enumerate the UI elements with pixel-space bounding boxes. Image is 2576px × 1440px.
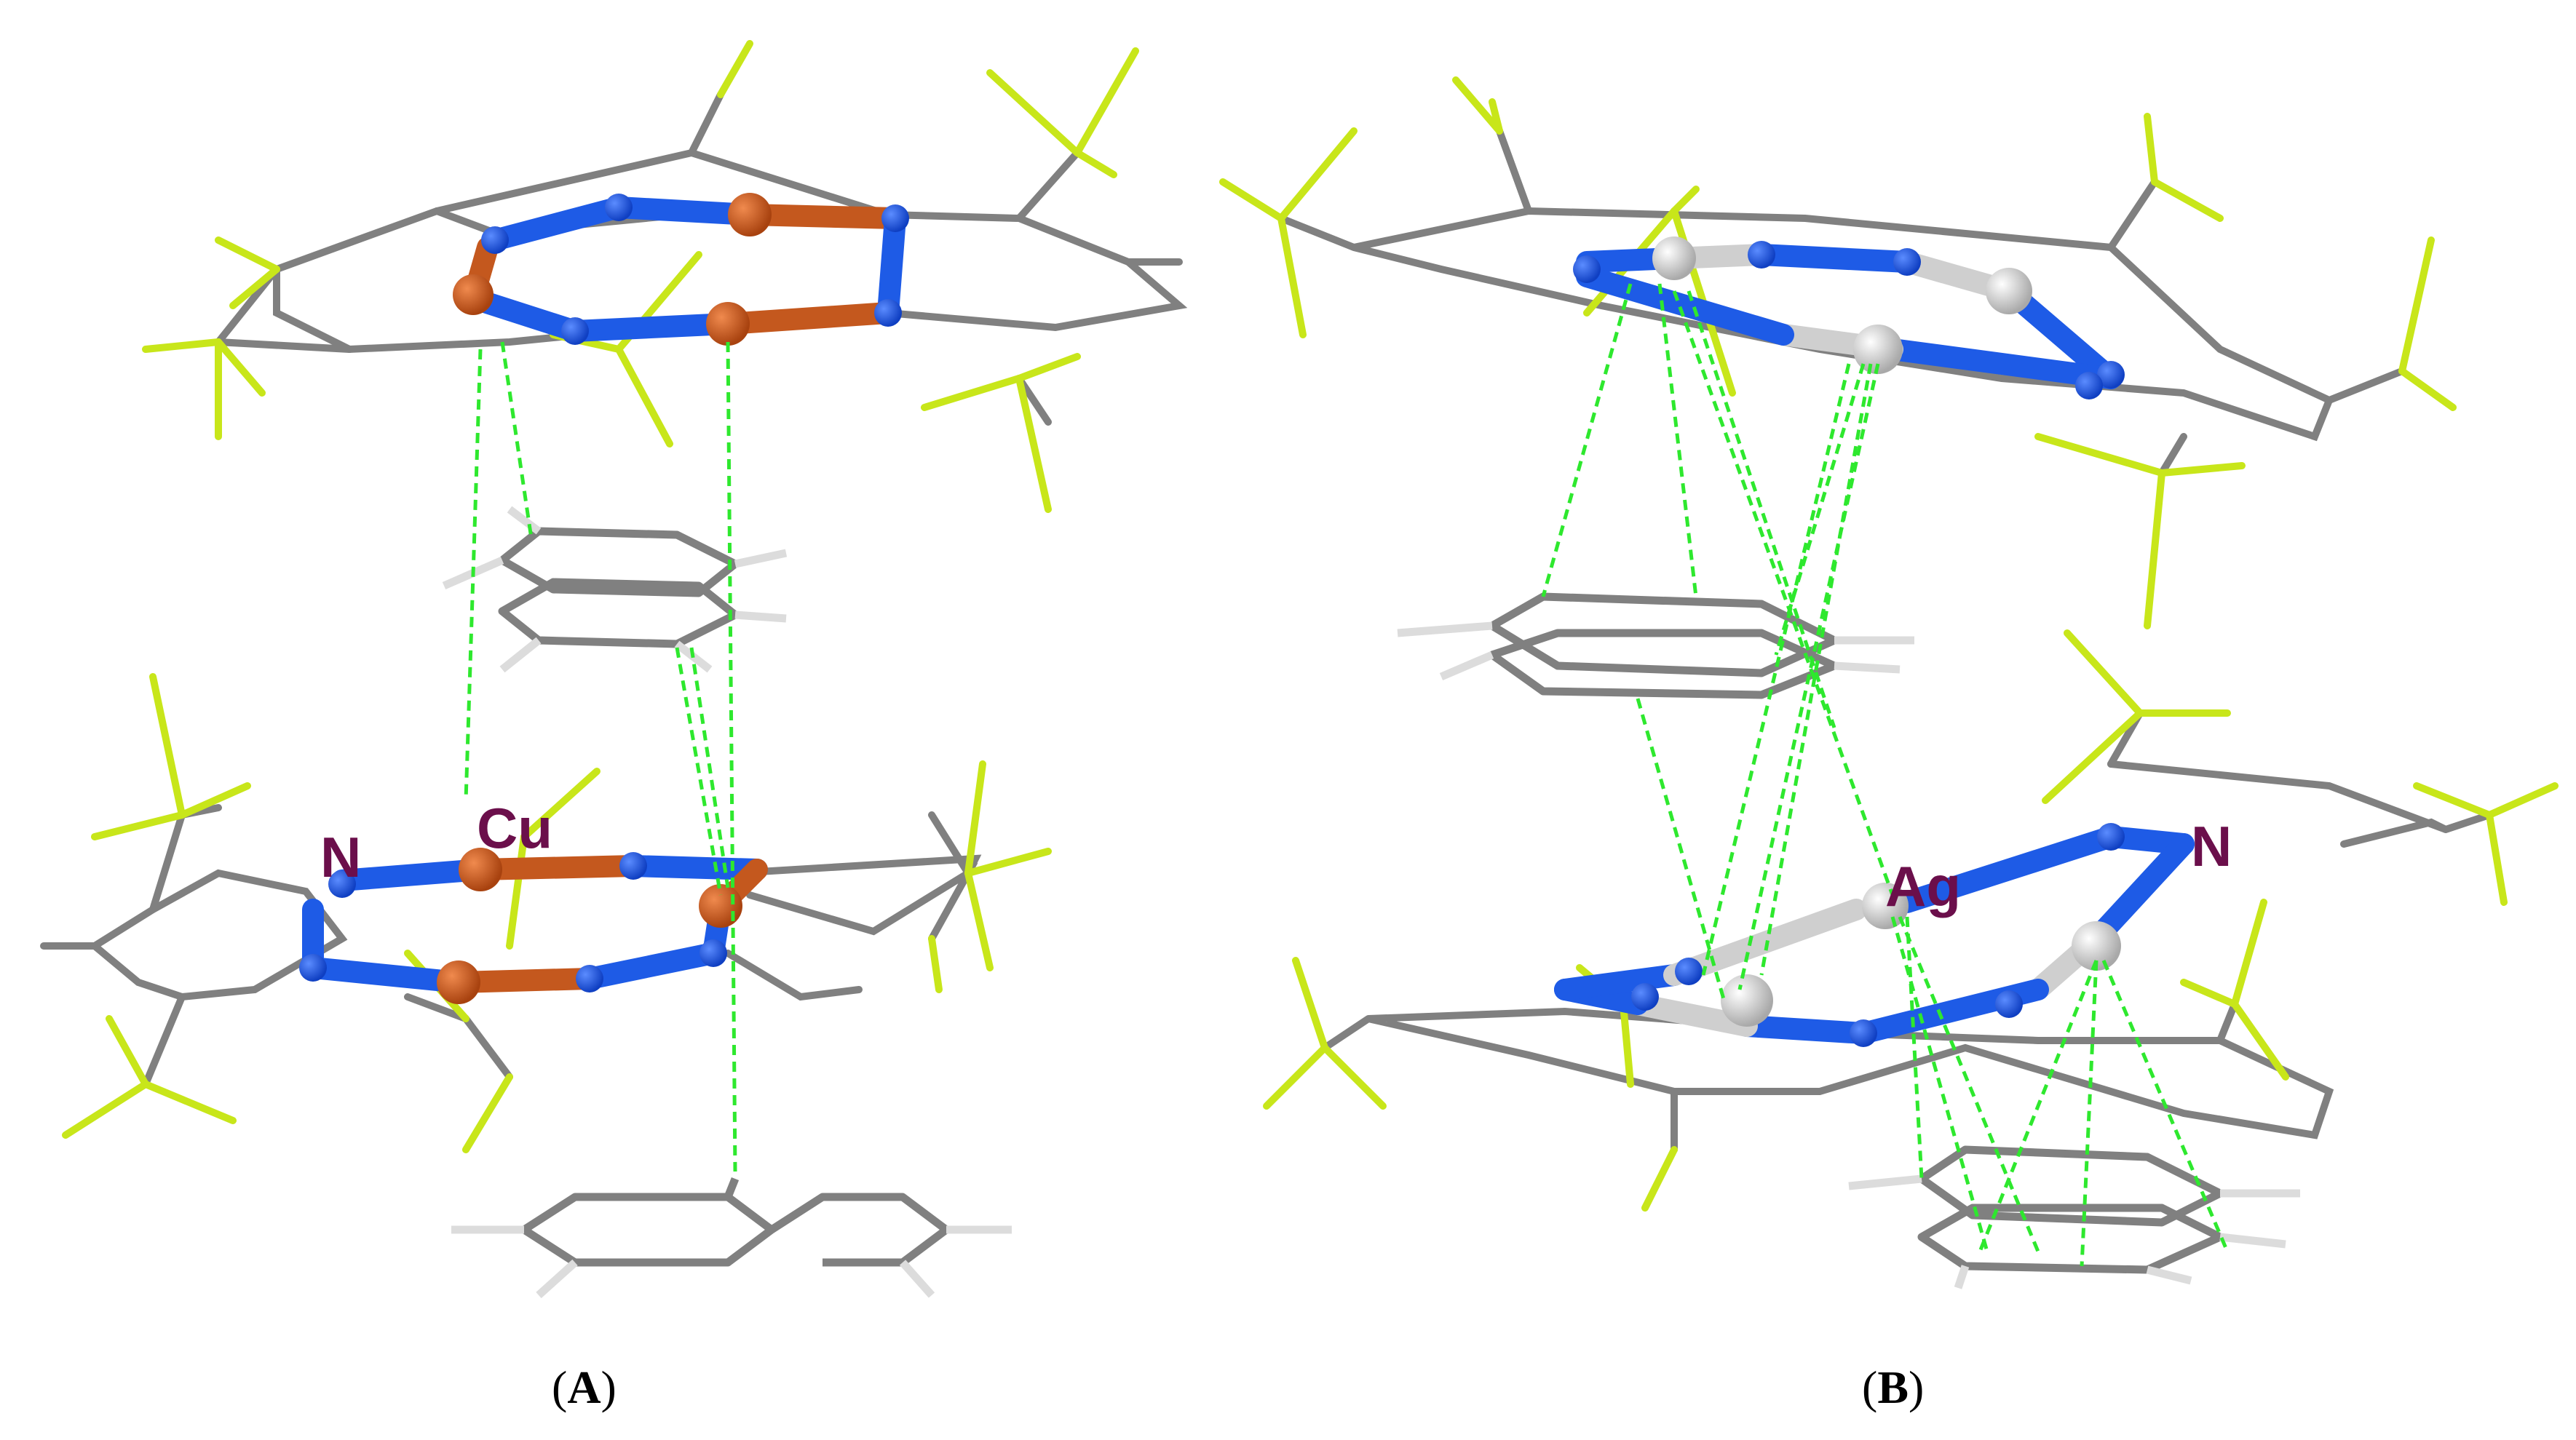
panel-b-bottom-benzene (1848, 1145, 2300, 1289)
panel-b-bottom-trimer (1263, 629, 2559, 1212)
panel-a-nitrogen-label: N (320, 825, 361, 889)
panel-a-metal-label: Cu (477, 796, 552, 860)
panel-a-naphthalene (451, 1177, 1012, 1299)
panel-b-structure: Ag N (1219, 76, 2559, 1289)
panel-a-caption: (A) (552, 1361, 617, 1413)
panel-a-benzene (442, 506, 788, 673)
panel-b-benzene (1397, 592, 1914, 699)
panel-b-contacts (1541, 283, 2230, 1267)
panel-b-top-trimer (1219, 76, 2457, 629)
panel-b-letter: B (1877, 1361, 1909, 1413)
panel-b-metal-label: Ag (1885, 854, 1961, 918)
panel-b-nitrogen-label: N (2191, 814, 2232, 878)
panel-a-structure: Cu N (40, 40, 1188, 1299)
panel-a-contacts (464, 341, 737, 1172)
panel-b-caption: (B) (1862, 1361, 1925, 1413)
panel-a-letter: A (567, 1361, 601, 1413)
panel-a-bottom-trimer (40, 673, 1052, 1153)
panel-a-top-trimer (142, 40, 1188, 513)
